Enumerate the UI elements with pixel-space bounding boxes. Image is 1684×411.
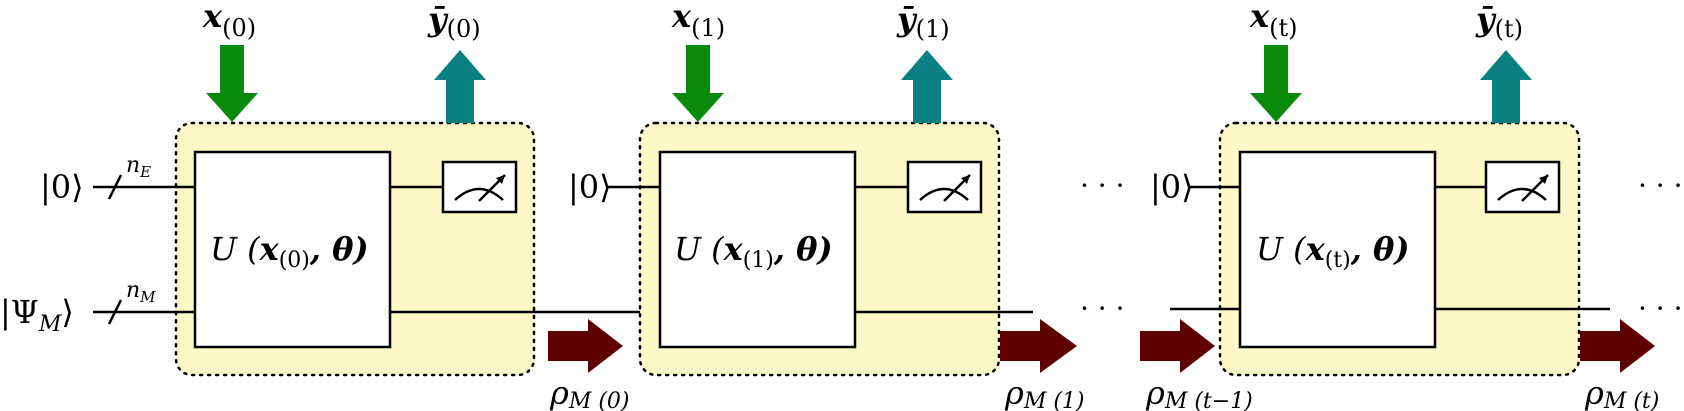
ellipsis-bottom-right: · · · xyxy=(1638,292,1683,325)
block-0-bottom-wire-ket: |ΨM⟩ xyxy=(0,293,74,337)
block-2-top-wire-ket: |0⟩ xyxy=(1150,168,1194,206)
block-2-input-arrow-down-icon xyxy=(1250,45,1302,122)
block-0: x(0) ȳ(0) U (x(0), θ) |0⟩ |ΨM⟩ nE nM xyxy=(0,0,660,377)
block-1-input-arrow-down-icon xyxy=(672,45,724,122)
block-0-top-wire-count: nE xyxy=(126,153,151,181)
block-0-bottom-wire-slash xyxy=(107,299,123,325)
block-1: x(1) ȳ(1) U (x(1), θ) |0⟩ xyxy=(568,0,1033,377)
block-1-input-label: x(1) xyxy=(671,0,725,42)
state-label-2: ρM (t−1) xyxy=(1145,374,1253,411)
block-0-top-wire-slash xyxy=(107,174,123,200)
state-arrow-3-right-icon xyxy=(1580,319,1655,373)
block-2-unitary-label: U (x(t), θ) xyxy=(1256,230,1409,273)
block-1-measurement-meter-icon xyxy=(906,160,983,214)
block-1-output-arrow-up-icon xyxy=(901,50,953,123)
block-2-measurement-meter-icon xyxy=(1484,160,1561,214)
block-0-unitary-box xyxy=(193,150,392,349)
block-2-output-label: ȳ(t) xyxy=(1475,0,1523,43)
block-1-unitary-label: U (x(1), θ) xyxy=(674,230,833,273)
block-1-unitary-box xyxy=(658,150,857,349)
state-arrow-1-right-icon xyxy=(1000,319,1077,373)
block-0-output-label: ȳ(0) xyxy=(427,0,481,43)
ellipsis-top-right: · · · xyxy=(1638,169,1683,202)
block-0-bottom-wire-count: nM xyxy=(126,278,156,306)
block-2: x(t) ȳ(t) U (x(t), θ) |0⟩ xyxy=(1150,0,1610,377)
block-2-output-arrow-up-icon xyxy=(1480,50,1532,123)
ellipsis-top-middle: · · · xyxy=(1080,169,1125,202)
block-0-measurement-meter-icon xyxy=(441,160,518,214)
block-0-input-label: x(0) xyxy=(202,0,256,42)
block-0-unitary-label: U (x(0), θ) xyxy=(210,230,369,273)
block-1-top-wire-ket: |0⟩ xyxy=(568,168,612,206)
block-2-unitary-box xyxy=(1238,150,1437,349)
block-1-output-label: ȳ(1) xyxy=(896,0,950,43)
block-0-output-arrow-up-icon xyxy=(434,50,486,123)
state-label-3: ρM (t) xyxy=(1584,374,1659,411)
block-0-input-arrow-down-icon xyxy=(206,45,258,122)
state-label-1: ρM (1) xyxy=(1004,374,1085,411)
ellipsis-bottom-middle: · · · xyxy=(1080,292,1125,325)
block-2-input-label: x(t) xyxy=(1249,0,1297,42)
state-arrow-0-right-icon xyxy=(548,319,623,373)
state-arrow-2-right-icon xyxy=(1140,319,1215,373)
state-label-0: ρM (0) xyxy=(549,374,630,411)
block-0-top-wire-ket: |0⟩ xyxy=(40,168,84,206)
